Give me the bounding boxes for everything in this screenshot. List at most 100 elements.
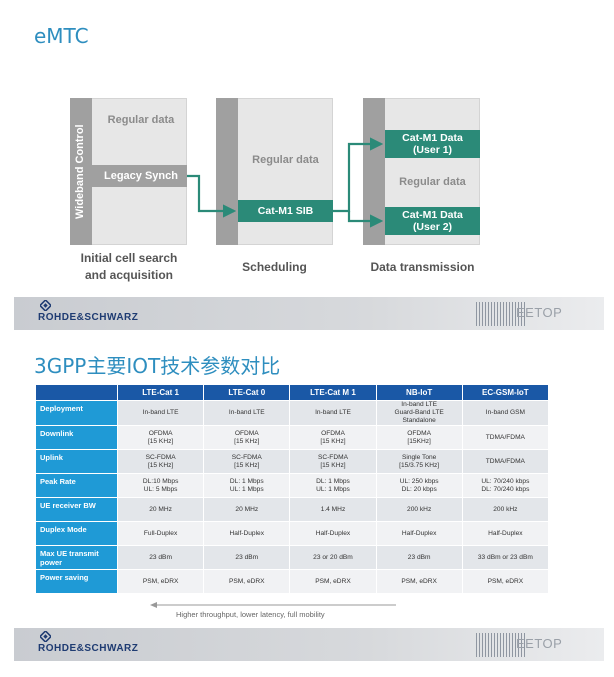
eetop-watermark: EETOP bbox=[516, 636, 563, 651]
user1-data-box: Cat-M1 Data(User 1) bbox=[385, 130, 480, 158]
cell-line: Half-Duplex bbox=[401, 529, 437, 537]
column-header: LTE-Cat M 1 bbox=[289, 384, 377, 401]
row-header: Peak Rate bbox=[35, 473, 118, 498]
table-cell: 200 kHz bbox=[375, 497, 463, 522]
stripe-decoration bbox=[476, 633, 526, 657]
cell-line: [15 KHz] bbox=[320, 437, 346, 445]
cell-line: Half-Duplex bbox=[229, 529, 264, 537]
footer-strip-1: ROHDE&SCHWARZ EETOP bbox=[14, 297, 604, 330]
cell-line: In-band LTE bbox=[401, 401, 438, 408]
arrow-synch-to-sib bbox=[187, 174, 237, 218]
header-corner bbox=[35, 384, 118, 401]
cell-line: SC-FDMA bbox=[145, 453, 176, 461]
cell-line: Guard-Band LTE bbox=[394, 409, 444, 416]
table-cell: TDMA/FDMA bbox=[461, 425, 550, 450]
throughput-note: Higher throughput, lower latency, full m… bbox=[176, 610, 325, 619]
regular-data-label-right: Regular data bbox=[399, 176, 466, 188]
table-cell: TDMA/FDMA bbox=[461, 449, 550, 474]
cell-line: 33 dBm or 23 dBm bbox=[477, 553, 533, 561]
row-header: Duplex Mode bbox=[35, 521, 118, 546]
table-cell: SC-FDMA[15 KHz] bbox=[116, 449, 205, 474]
row-header: Uplink bbox=[35, 449, 118, 474]
cell-line: Full-Duplex bbox=[143, 529, 178, 537]
cell-line: PSM, eDRX bbox=[401, 577, 437, 585]
table-header-row: LTE-Cat 1 LTE-Cat 0 LTE-Cat M 1 NB-IoT E… bbox=[35, 384, 550, 401]
cell-line: PSM, eDRX bbox=[487, 577, 524, 585]
column-header: EC-GSM-IoT bbox=[461, 384, 550, 401]
cell-line: Half-Duplex bbox=[315, 529, 351, 537]
user2-line2: (User 2) bbox=[412, 221, 453, 233]
row-header: Deployment bbox=[35, 400, 118, 426]
eetop-watermark: EETOP bbox=[516, 305, 563, 320]
table-cell: PSM, eDRX bbox=[116, 569, 205, 594]
cell-line: OFDMA bbox=[148, 429, 173, 437]
comparison-title: 3GPP主要IOT技术参数对比 bbox=[34, 354, 281, 378]
cell-line: Half-Duplex bbox=[488, 529, 523, 537]
data-transmission-side-bar bbox=[363, 98, 385, 245]
caption-initial-line1: Initial cell search bbox=[80, 251, 178, 265]
cell-line: In-band LTE bbox=[142, 409, 179, 416]
table-row: Duplex Mode Full-Duplex Half-Duplex Half-Du… bbox=[35, 521, 550, 546]
cell-line: 23 dBm bbox=[235, 553, 259, 561]
cell-line: UL: 250 kbps bbox=[399, 477, 439, 485]
emtc-title: eMTC bbox=[34, 24, 89, 48]
table-cell: OFDMA[15 KHz] bbox=[203, 425, 291, 450]
table-cell: SC-FDMA[15 KHz] bbox=[203, 449, 291, 474]
cell-line: SC-FDMA bbox=[231, 453, 262, 461]
cell-line: DL: 1 Mbps bbox=[229, 477, 264, 485]
caption-initial-line2: and acquisition bbox=[84, 268, 173, 282]
table-cell: In-band LTE bbox=[203, 400, 291, 426]
cell-line: [15 KHz] bbox=[147, 437, 174, 445]
wideband-control-bar: Wideband Control bbox=[70, 98, 92, 245]
cell-line: Single Tone bbox=[401, 453, 437, 461]
cell-line: DL:10 Mbps bbox=[142, 477, 179, 485]
table-cell: In-band LTE bbox=[289, 400, 377, 426]
table-cell: 23 dBm bbox=[375, 545, 463, 570]
cell-line: 200 kHz bbox=[407, 505, 432, 513]
table-cell: PSM, eDRX bbox=[289, 569, 377, 594]
cell-line: UL: 1 Mbps bbox=[229, 485, 264, 493]
cell-line: [15 KHz] bbox=[147, 461, 174, 469]
cell-line: 1.4 MHz bbox=[320, 505, 346, 513]
column-header: LTE-Cat 1 bbox=[116, 384, 205, 401]
user1-line1: Cat-M1 Data bbox=[402, 132, 463, 144]
rs-diamond-icon bbox=[40, 631, 51, 642]
cell-line: PSM, eDRX bbox=[142, 577, 179, 585]
table-cell: OFDMA[15 KHz] bbox=[289, 425, 377, 450]
cell-line: OFDMA bbox=[321, 429, 345, 437]
rs-diamond-icon bbox=[40, 300, 51, 311]
legacy-synch-label: Legacy Synch bbox=[104, 170, 178, 182]
cell-line: PSM, eDRX bbox=[315, 577, 351, 585]
row-header: Max UE transmit power bbox=[35, 545, 118, 570]
regular-data-label-middle: Regular data bbox=[252, 154, 319, 166]
cell-line: DL: 20 kbps bbox=[401, 485, 437, 493]
cell-line: PSM, eDRX bbox=[229, 577, 265, 585]
stripe-decoration bbox=[476, 302, 526, 326]
iot-comparison-table: LTE-Cat 1 LTE-Cat 0 LTE-Cat M 1 NB-IoT E… bbox=[35, 384, 550, 594]
table-cell: SC-FDMA[15 KHz] bbox=[289, 449, 377, 474]
cell-line: In-band GSM bbox=[485, 409, 525, 416]
cell-line: [15 KHz] bbox=[234, 461, 260, 469]
cell-line: In-band LTE bbox=[315, 409, 351, 416]
cell-line: TDMA/FDMA bbox=[485, 457, 525, 465]
legacy-synch-band bbox=[92, 165, 187, 187]
table-cell: PSM, eDRX bbox=[461, 569, 550, 594]
table-cell: Half-Duplex bbox=[203, 521, 291, 546]
caption-scheduling: Scheduling bbox=[242, 260, 307, 274]
caption-data-transmission: Data transmission bbox=[370, 260, 475, 274]
table-cell: 23 or 20 dBm bbox=[289, 545, 377, 570]
arrow-sib-to-user1 bbox=[333, 137, 384, 213]
throughput-arrow bbox=[150, 602, 396, 608]
cell-line: 23 or 20 dBm bbox=[313, 553, 353, 561]
flow-arrows bbox=[187, 137, 384, 228]
cell-line: 23 dBm bbox=[149, 553, 172, 561]
cell-line: 23 dBm bbox=[407, 553, 431, 561]
